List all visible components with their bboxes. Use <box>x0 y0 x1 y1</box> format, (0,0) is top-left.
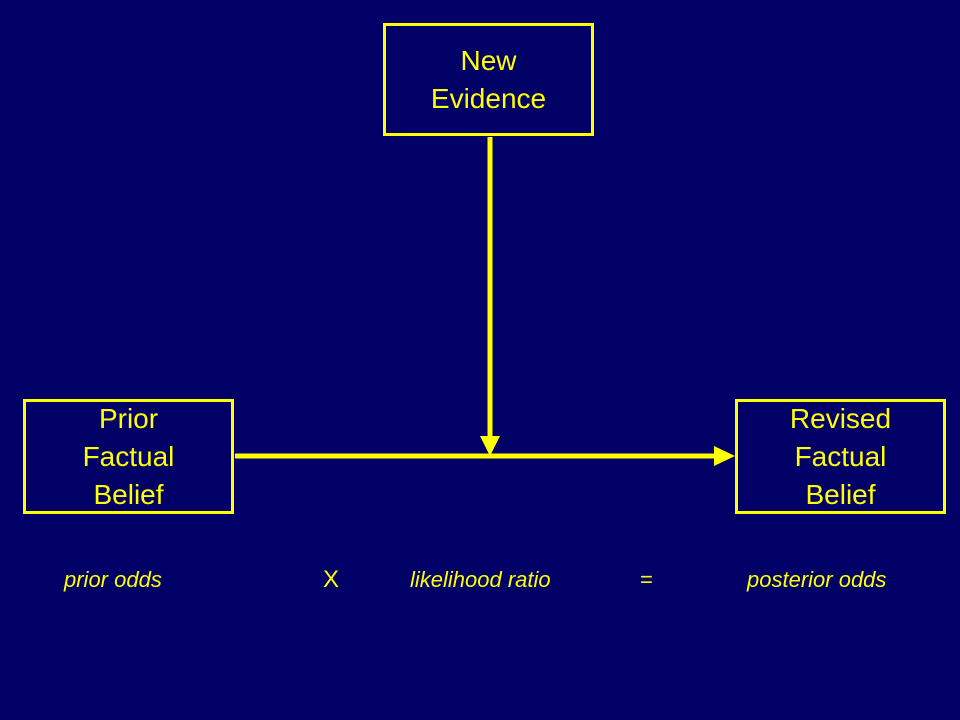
new-evidence-line-1: New <box>460 44 517 76</box>
formula-prior-odds: prior odds <box>64 567 162 592</box>
revised-factual-belief-box: Revised Factual Belief <box>735 399 946 514</box>
formula-posterior-odds: posterior odds <box>747 567 887 592</box>
evidence-arrowhead <box>480 436 500 456</box>
prior-belief-line-2: Factual <box>82 440 175 472</box>
revised-belief-line-2: Factual <box>794 440 887 472</box>
prior-belief-line-3: Belief <box>93 478 164 510</box>
revised-belief-line-3: Belief <box>805 478 876 510</box>
prior-belief-line-1: Prior <box>98 402 159 434</box>
formula-likelihood-ratio: likelihood ratio <box>410 567 551 592</box>
prior-factual-belief-box: Prior Factual Belief <box>23 399 234 514</box>
revised-belief-line-1: Revised <box>789 402 892 434</box>
formula-times-operator: X <box>323 566 340 593</box>
new-evidence-line-2: Evidence <box>430 82 547 114</box>
formula-equals-operator: = <box>640 567 653 592</box>
new-evidence-box: New Evidence <box>383 23 594 136</box>
revised-arrowhead <box>714 446 735 466</box>
